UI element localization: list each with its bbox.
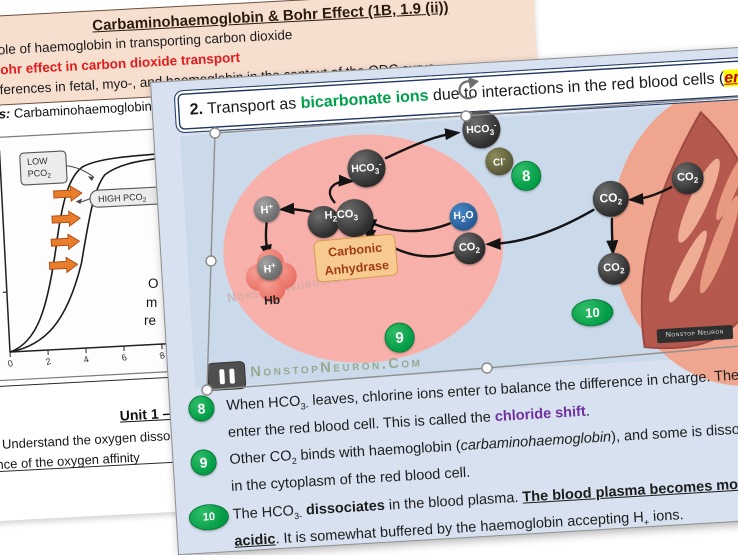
hidden-caption-fragment: m: [146, 295, 157, 310]
hidden-caption-fragment: re: [144, 313, 156, 328]
pause-button[interactable]: [207, 361, 247, 391]
erythrocytes-highlight: erythrocytes: [724, 64, 738, 87]
carbonic-anhydrase-label: Carbonic Anhydrase: [313, 233, 399, 283]
pause-icon: [219, 369, 225, 384]
bicarbonate-ions-text: bicarbonate ions: [300, 88, 429, 113]
h2co3-molecule: H2CO3: [306, 198, 376, 240]
svg-text:LOW: LOW: [27, 156, 49, 167]
front-slide[interactable]: NonstopNeuron.Com NonstopNeuron.Com Nons…: [150, 25, 738, 555]
chloride-shift-text: chloride shift: [494, 404, 586, 425]
hb-label: Hb: [252, 292, 293, 308]
hidden-caption-fragment: O: [148, 276, 159, 291]
pause-icon: [229, 368, 235, 383]
